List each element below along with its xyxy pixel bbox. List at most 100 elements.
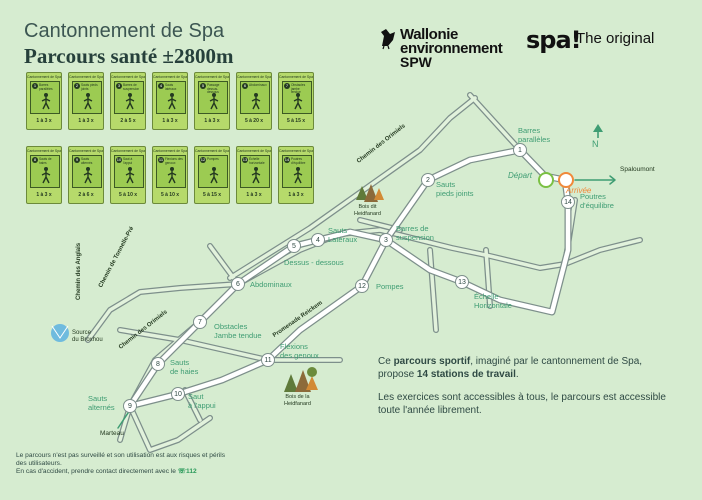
station-marker[interactable]: 2	[421, 173, 435, 187]
station-marker[interactable]: 14	[561, 195, 575, 209]
desc-text: , imaginé par le cantonnement de Spa,	[470, 356, 643, 367]
station-marker[interactable]: 9	[123, 399, 137, 413]
exercise-figure-icon	[125, 167, 135, 184]
desc-text: toute l'année librement.	[378, 404, 482, 416]
card-header: Cantonnement de Spa	[111, 75, 145, 79]
start-label: Départ	[508, 171, 533, 180]
card-reps: 1 à 3 x	[246, 192, 262, 198]
card-number: 14	[284, 157, 290, 163]
card-number: 3	[116, 83, 122, 89]
station-marker[interactable]: 6	[231, 277, 245, 291]
card-reps: 1 à 3 x	[36, 118, 52, 124]
page-subtitle: Parcours santé ±2800m	[24, 44, 234, 68]
card-number: 11	[158, 157, 164, 163]
card-reps: 2 à 6 x	[78, 192, 94, 198]
exercise-figure-icon	[209, 167, 219, 184]
card-number: 13	[242, 157, 248, 163]
station-marker[interactable]: 12	[355, 279, 369, 293]
emergency-number[interactable]: 112	[186, 468, 197, 475]
finish-marker[interactable]	[558, 172, 574, 188]
safety-note: Le parcours n'est pas surveillé et son u…	[16, 452, 316, 476]
station-label-12: Pompes	[376, 282, 404, 291]
road-anglais: Chemin des Anglais	[76, 242, 82, 300]
card-number: 2	[74, 83, 80, 89]
station-marker[interactable]: 13	[455, 275, 469, 289]
desc-bold: 14 stations de travail	[416, 368, 516, 380]
start-marker[interactable]	[538, 172, 554, 188]
exercise-figure-icon	[167, 167, 177, 184]
card-reps: 5 à 15 x	[202, 192, 222, 198]
card-header: Cantonnement de Spa	[195, 75, 229, 79]
note-line: des utilisateurs.	[16, 460, 62, 467]
card-number: 6	[242, 83, 248, 89]
station-marker[interactable]: 3	[379, 233, 393, 247]
rooster-logo-icon	[381, 29, 395, 50]
card-header: Cantonnement de Spa	[69, 75, 103, 79]
card-number: 12	[200, 157, 206, 163]
card-name: Sauts pieds joints	[81, 83, 98, 91]
card-name: Obstacles jambe tendue	[291, 83, 306, 95]
note-line: En cas d'accident, prendre contact direc…	[16, 468, 178, 475]
station-marker[interactable]: 5	[287, 239, 301, 253]
station-marker[interactable]: 7	[193, 315, 207, 329]
card-name: Barres parallèles	[39, 83, 53, 91]
card-number: 10	[116, 157, 122, 163]
tree-icon	[356, 184, 384, 202]
card-number: 9	[74, 157, 80, 163]
phone-icon: ☏	[177, 468, 187, 475]
card-name: Flexions des genoux	[165, 157, 183, 165]
note-line: Le parcours n'est pas surveillé et son u…	[16, 452, 226, 459]
desc-text: Les exercices sont accessibles à tous, l…	[378, 392, 666, 403]
station-marker[interactable]: 1	[513, 143, 527, 157]
station-marker[interactable]: 10	[171, 387, 185, 401]
card-reps: 1 à 3 x	[162, 118, 178, 124]
exercise-figure-icon	[251, 167, 261, 184]
card-reps: 5 à 10 x	[118, 192, 138, 198]
card-name: Sauts latéraux	[165, 83, 177, 91]
card-reps: 2 à 5 x	[120, 118, 136, 124]
card-number: 7	[284, 83, 290, 89]
station-marker[interactable]: 4	[311, 233, 325, 247]
station-marker[interactable]: 8	[151, 357, 165, 371]
place-marteau: Marteau	[100, 430, 124, 437]
desc-text: Ce	[378, 356, 394, 367]
north-arrow-icon	[593, 124, 603, 138]
description-p2: Les exercices sont accessibles à tous, l…	[378, 392, 678, 417]
card-name: Abdominaux	[249, 83, 267, 87]
card-name: Sauts de haies	[39, 157, 52, 165]
forest-icon	[284, 367, 318, 392]
station-marker[interactable]: 11	[261, 353, 275, 367]
card-reps: 5 à 15 x	[286, 118, 306, 124]
desc-text: .	[515, 368, 519, 380]
wallonie-line-2: environnement	[400, 40, 503, 57]
